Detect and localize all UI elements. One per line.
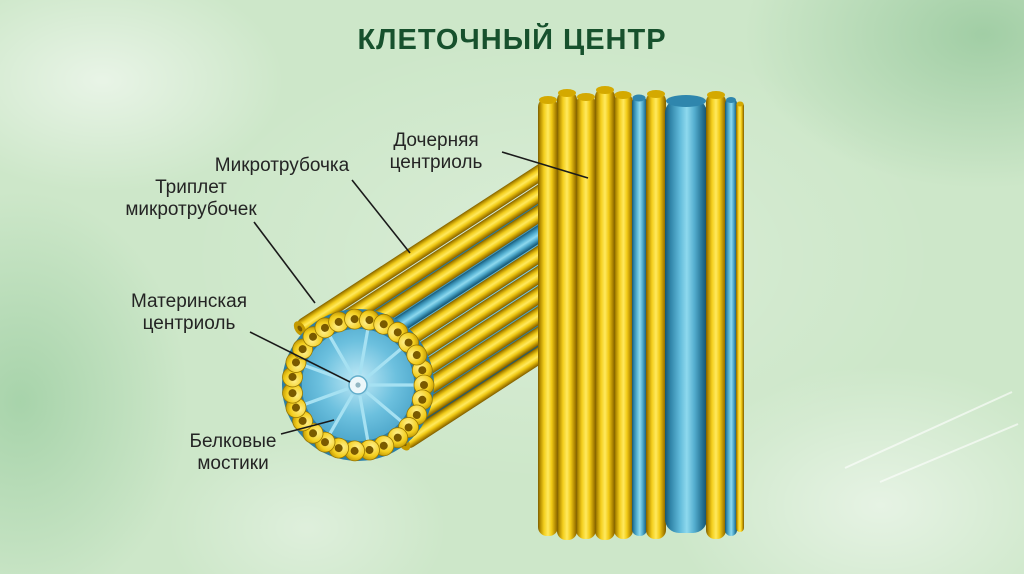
leader-line-triplet [253, 221, 316, 304]
label-mother-centriole: Материнская центриоль [130, 291, 247, 335]
leader-lines [249, 151, 589, 435]
leader-line-bridges [280, 419, 335, 435]
daughter-top-caps [539, 86, 744, 107]
label-microtubule: Микротрубочка [214, 155, 350, 176]
background-streaks [844, 391, 1019, 483]
daughter-centriole [538, 86, 744, 540]
label-protein-bridges: Белковые мостики [189, 431, 277, 475]
slide-title: КЛЕТОЧНЫЙ ЦЕНТР [357, 24, 667, 56]
label-microtubule-triplet: Триплет микротрубочек [125, 177, 257, 221]
leader-line-microtubule [351, 179, 411, 254]
leader-line-daughter [501, 151, 589, 179]
label-daughter-centriole: Дочерняя центриоль [389, 130, 483, 174]
leader-line-mother [249, 331, 351, 383]
